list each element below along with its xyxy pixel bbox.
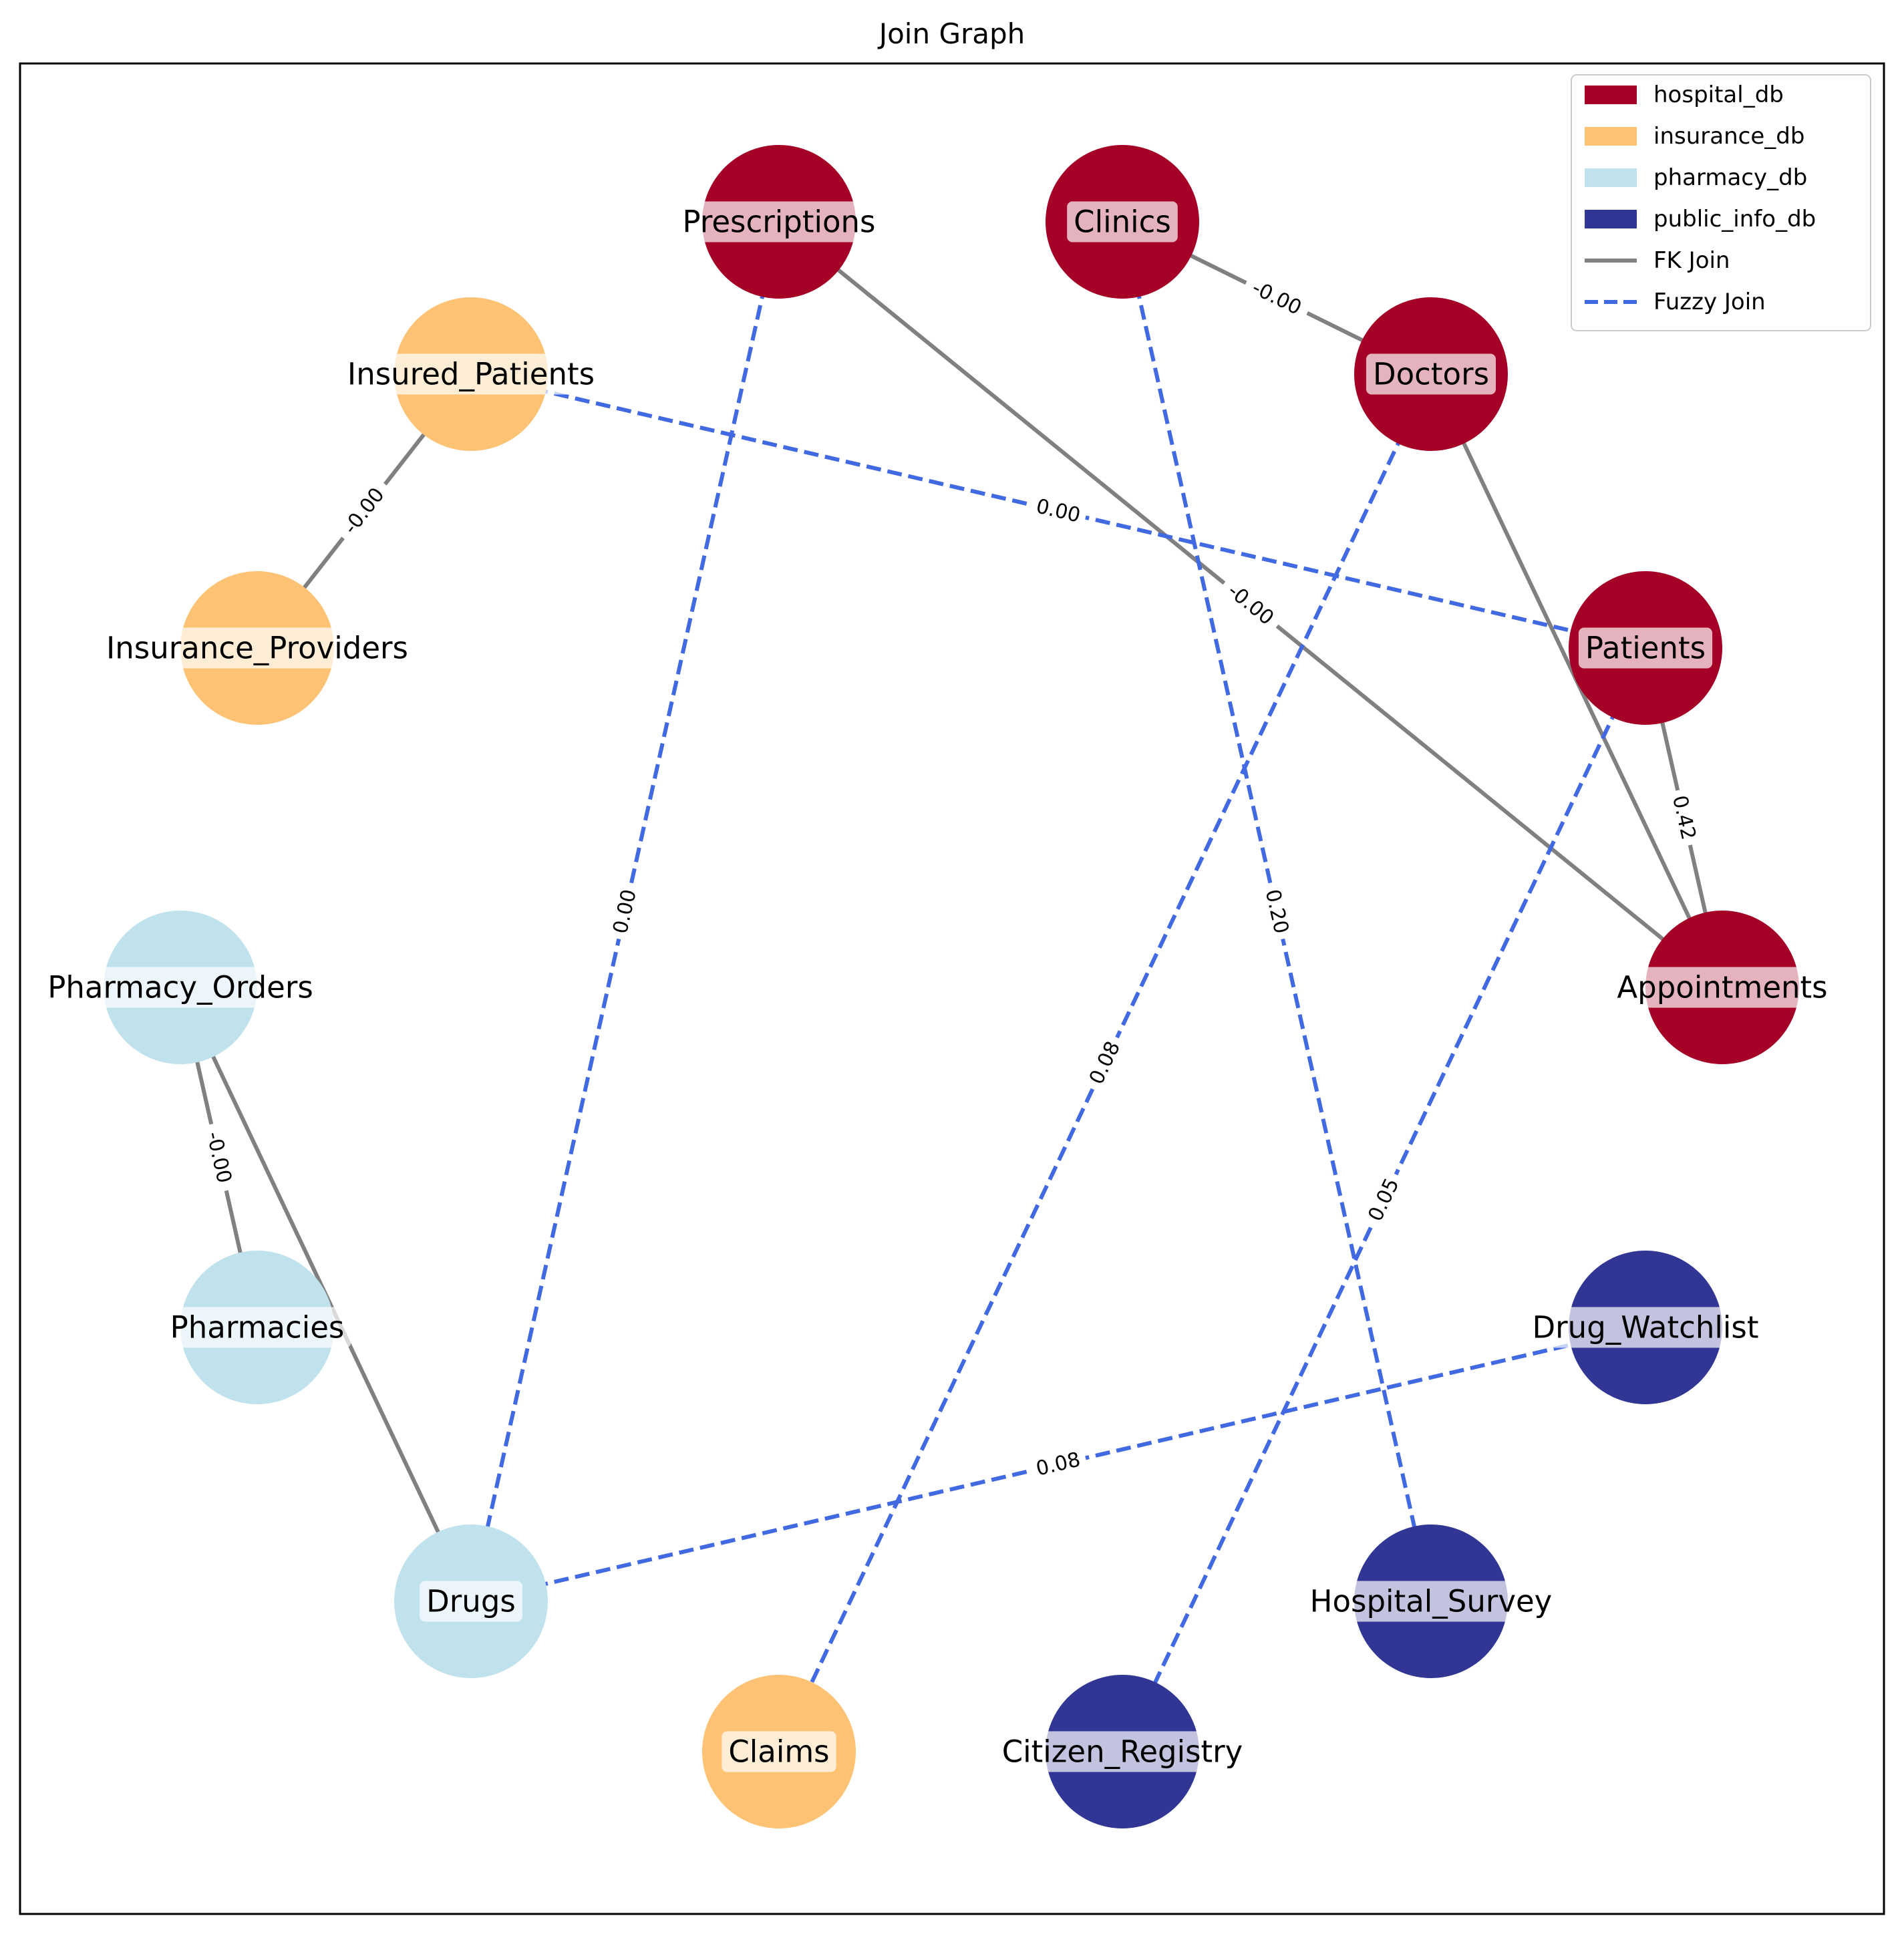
legend-label: pharmacy_db <box>1653 164 1807 191</box>
node-drug-watchlist[interactable]: Drug_Watchlist <box>1525 1251 1766 1404</box>
node-label: Claims <box>728 1734 829 1770</box>
node-label: Insured_Patients <box>347 357 595 392</box>
node-doctors[interactable]: Doctors <box>1354 297 1508 451</box>
legend-item-public-info-db: public_info_db <box>1585 206 1816 232</box>
node-label: Citizen_Registry <box>1002 1734 1243 1770</box>
node-citizen-registry[interactable]: Citizen_Registry <box>995 1675 1250 1828</box>
edge-label-background <box>1360 1168 1408 1231</box>
edge-label-background <box>198 1121 240 1194</box>
node-label-background <box>41 967 320 1008</box>
plot-frame <box>19 62 1885 1915</box>
node-label-background <box>1303 1581 1559 1622</box>
legend-swatch <box>1585 86 1637 104</box>
node-hospital-survey[interactable]: Hospital_Survey <box>1303 1524 1559 1678</box>
node-label: Drugs <box>426 1584 516 1619</box>
node-label: Prescriptions <box>683 204 876 240</box>
node-label-background <box>1578 627 1713 669</box>
node-label: Appointments <box>1617 970 1827 1005</box>
node-label-background <box>675 201 883 243</box>
legend-swatch <box>1585 210 1637 228</box>
legend-swatch <box>1585 168 1637 187</box>
edge-label-background <box>1257 881 1296 942</box>
legend-item-fuzzy-join: Fuzzy Join <box>1585 289 1766 315</box>
node-label: Insurance_Providers <box>106 631 408 666</box>
legend-label: insurance_db <box>1653 123 1804 150</box>
node-label-background <box>100 627 415 669</box>
node-pharmacies[interactable]: Pharmacies <box>163 1251 351 1404</box>
edge-label-background <box>1664 787 1704 848</box>
edge-label-background <box>605 881 645 942</box>
edge-label-background <box>1027 491 1089 531</box>
legend-label: FK Join <box>1653 247 1730 274</box>
node-label: Patients <box>1585 631 1706 666</box>
node-label-background <box>1067 201 1178 243</box>
node-label-background <box>1525 1307 1766 1348</box>
node-label-background <box>722 1731 836 1772</box>
legend-swatch <box>1585 127 1637 146</box>
legend-label: Fuzzy Join <box>1653 289 1766 315</box>
edge-label-background <box>1027 1444 1089 1484</box>
node-label-background <box>1366 353 1496 395</box>
node-patients[interactable]: Patients <box>1569 571 1722 725</box>
legend-frame <box>1571 74 1871 331</box>
node-insurance-providers[interactable]: Insurance_Providers <box>100 571 415 725</box>
node-claims[interactable]: Claims <box>702 1675 856 1828</box>
node-label-background <box>420 1581 522 1622</box>
node-label-background <box>1610 967 1835 1008</box>
node-label: Pharmacies <box>170 1310 345 1345</box>
node-pharmacy-orders[interactable]: Pharmacy_Orders <box>41 911 320 1064</box>
legend: hospital_db insurance_db pharmacy_dbpublic… <box>1571 74 1871 331</box>
node-label: Doctors <box>1373 357 1489 392</box>
node-label-background <box>995 1731 1250 1772</box>
node-label: Pharmacy_Orders <box>47 970 313 1005</box>
legend-item-pharmacy-db: pharmacy_db <box>1585 164 1807 191</box>
edge-label-background <box>1080 1031 1130 1094</box>
legend-item-insurance-db: insurance_db <box>1585 123 1804 150</box>
legend-label: public_info_db <box>1653 206 1816 232</box>
edge-label-background <box>332 476 396 546</box>
node-label-background <box>163 1307 351 1348</box>
edge-label-background <box>1215 573 1286 637</box>
graph-title: Join Graph <box>877 17 1025 50</box>
node-label: Drug_Watchlist <box>1533 1310 1759 1345</box>
nodes-layer: Prescriptions ClinicsDoctorsPatientsAppoi… <box>41 145 1835 1828</box>
node-clinics[interactable]: Clinics <box>1046 145 1199 299</box>
legend-item-fk-join: FK Join <box>1585 247 1730 274</box>
node-prescriptions[interactable]: Prescriptions <box>675 145 883 299</box>
edge-label: 0.42 <box>1664 787 1704 848</box>
node-label-background <box>340 353 602 395</box>
node-label: Hospital_Survey <box>1310 1584 1553 1619</box>
node-drugs[interactable]: Drugs <box>394 1524 548 1678</box>
edge-label-background <box>1240 271 1313 325</box>
node-label: Clinics <box>1074 204 1171 240</box>
node-insured-patients[interactable]: Insured_Patients <box>340 297 602 451</box>
legend-item-hospital-db: hospital_db <box>1585 82 1784 108</box>
legend-label: hospital_db <box>1653 82 1784 108</box>
node-appointments[interactable]: Appointments <box>1610 911 1835 1064</box>
